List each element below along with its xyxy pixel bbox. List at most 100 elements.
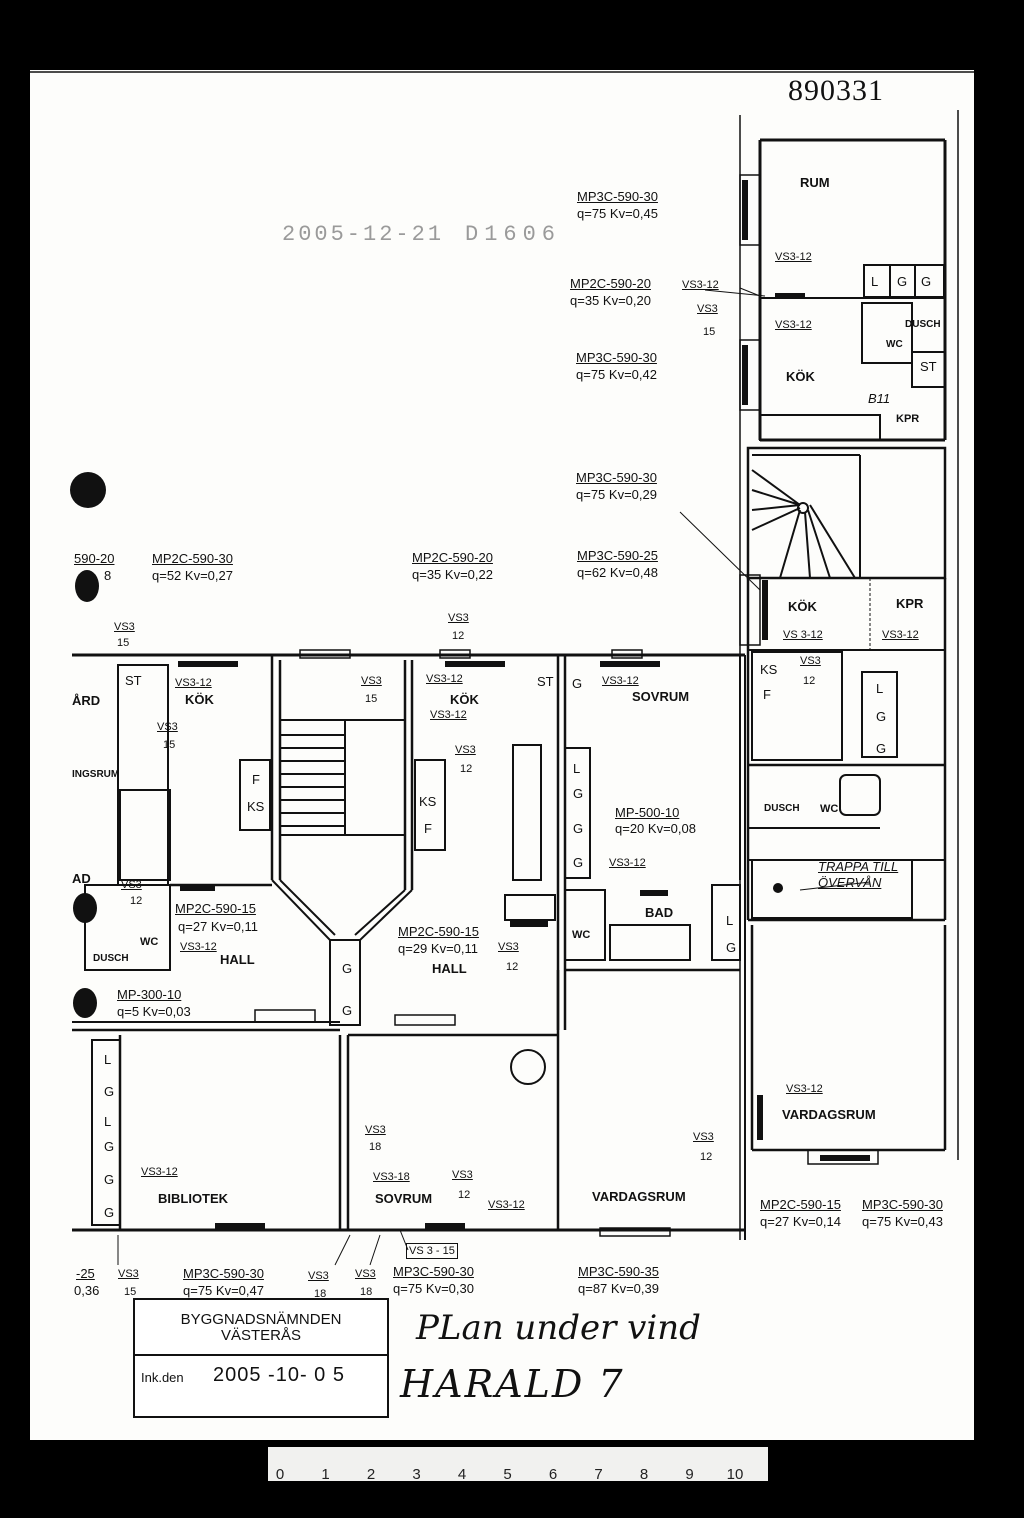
ruler-number: 7 (594, 1466, 603, 1483)
ruler-number: 5 (503, 1466, 512, 1483)
fixture-label: G (572, 676, 583, 691)
fixture-label: G (342, 961, 353, 976)
valve-tag: 12 (700, 1151, 713, 1163)
duct-spec-code: MP3C-590-30 (393, 1264, 474, 1279)
room-label: INGSRUM (72, 769, 120, 780)
faint-stamp-code: D1606 (465, 222, 562, 247)
duct-spec-code: MP2C-590-15 (760, 1197, 841, 1212)
fixture-label: F (424, 821, 432, 836)
room-label: BAD (645, 905, 674, 920)
room-label: BIBLIOTEK (158, 1191, 229, 1206)
valve-tag: VS 3 - 15 (406, 1243, 458, 1259)
room-label: DUSCH (93, 953, 129, 964)
valve-tag: 18 (360, 1286, 373, 1298)
room-label: KÖK (786, 369, 815, 384)
fixture-label: F (763, 687, 771, 702)
room-label: AD (72, 871, 91, 886)
valve-tag: VS3 (308, 1270, 329, 1282)
fixture-label: ST (125, 673, 142, 688)
room-label: VARDAGSRUM (782, 1107, 876, 1122)
duct-spec-values: q=27 Kv=0,14 (760, 1214, 841, 1229)
valve-tag: 15 (703, 326, 716, 338)
ruler-number: 3 (412, 1466, 421, 1483)
valve-tag: 12 (506, 961, 519, 973)
valve-tag: VS3-12 (426, 673, 463, 685)
duct-spec-code: 590-20 (74, 551, 115, 566)
valve-tag: VS3-18 (373, 1171, 410, 1183)
room-label: HALL (220, 952, 255, 967)
fixture-label: G (876, 709, 887, 724)
valve-tag: VS3 (697, 303, 718, 315)
duct-spec-code: MP3C-590-30 (577, 189, 658, 204)
room-label: WC (820, 803, 839, 815)
stamp-ink-date: 2005 -10- 0 5 (213, 1364, 345, 1386)
room-label: WC (886, 339, 903, 350)
valve-tag: VS3-12 (175, 677, 212, 689)
room-label: ÖVERVÅN (818, 875, 882, 890)
punch-hole (73, 988, 97, 1018)
stamp-divider (135, 1354, 387, 1356)
valve-tag: 18 (369, 1141, 382, 1153)
duct-spec-values: q=20 Kv=0,08 (615, 821, 696, 836)
fixture-label: G (342, 1003, 353, 1018)
scale-ruler (268, 1447, 768, 1481)
ruler-number: 10 (726, 1466, 744, 1483)
valve-tag: 15 (117, 637, 130, 649)
room-label: VARDAGSRUM (592, 1189, 686, 1204)
duct-spec-code: MP3C-590-30 (576, 350, 657, 365)
room-label: HALL (432, 961, 467, 976)
room-label: KPR (896, 413, 920, 425)
duct-spec-code: MP2C-590-15 (175, 901, 256, 916)
valve-tag: VS3 (800, 655, 821, 667)
valve-tag: VS3 (114, 621, 135, 633)
room-label: KÖK (185, 692, 214, 707)
duct-spec-code: MP2C-590-30 (152, 551, 233, 566)
room-label: WC (572, 929, 591, 941)
duct-spec-values: q=75 Kv=0,45 (577, 206, 658, 221)
valve-tag: VS3 (121, 879, 142, 891)
duct-spec-code: MP3C-590-30 (576, 470, 657, 485)
fixture-label: L (871, 274, 879, 289)
handwritten-property-name: HARALD 7 (400, 1362, 625, 1406)
duct-spec-values: q=62 Kv=0,48 (577, 565, 658, 580)
duct-spec-code: MP-300-10 (117, 987, 182, 1002)
punch-hole (75, 570, 99, 602)
duct-spec-values: 0,36 (74, 1283, 100, 1298)
fixture-label: ST (537, 674, 554, 689)
valve-tag: VS3 (452, 1169, 473, 1181)
fixture-label: G (897, 274, 908, 289)
fixture-label: G (876, 741, 887, 756)
valve-tag: VS3-12 (141, 1166, 178, 1178)
ruler-number: 9 (685, 1466, 694, 1483)
fixture-label: L (104, 1114, 112, 1129)
duct-spec-values: q=52 Kv=0,27 (152, 568, 233, 583)
ruler-number: 6 (548, 1466, 558, 1483)
fixture-label: KS (419, 794, 437, 809)
valve-tag: VS3 (693, 1131, 714, 1143)
valve-tag: 12 (460, 763, 473, 775)
fixture-label: L (573, 761, 581, 776)
fixture-label: L (104, 1052, 112, 1067)
fixture-label: ST (920, 359, 937, 374)
valve-tag: VS3-12 (882, 629, 919, 641)
valve-tag: 18 (314, 1288, 327, 1300)
valve-tag: VS3-12 (775, 251, 812, 263)
ruler-number: 1 (321, 1466, 330, 1483)
ruler-number: 4 (457, 1466, 467, 1483)
valve-tag: 12 (130, 895, 143, 907)
fixture-label: B11 (868, 391, 891, 406)
fixture-label: G (573, 786, 584, 801)
stamp-ink-label: Ink.den (141, 1370, 184, 1385)
valve-tag: VS3-12 (609, 857, 646, 869)
duct-spec-values: q=75 Kv=0,30 (393, 1281, 474, 1296)
valve-tag: VS3-12 (180, 941, 217, 953)
valve-tag: 15 (124, 1286, 137, 1298)
duct-spec-values: q=5 Kv=0,03 (117, 1004, 191, 1019)
valve-tag: VS3-12 (786, 1083, 823, 1095)
duct-spec-values: q=75 Kv=0,43 (862, 1214, 943, 1229)
duct-spec-code: MP2C-590-15 (398, 924, 479, 939)
punch-hole (73, 893, 97, 923)
room-label: RUM (800, 175, 830, 190)
duct-spec-code: MP3C-590-30 (183, 1266, 264, 1281)
duct-spec-values: q=75 Kv=0,47 (183, 1283, 264, 1298)
